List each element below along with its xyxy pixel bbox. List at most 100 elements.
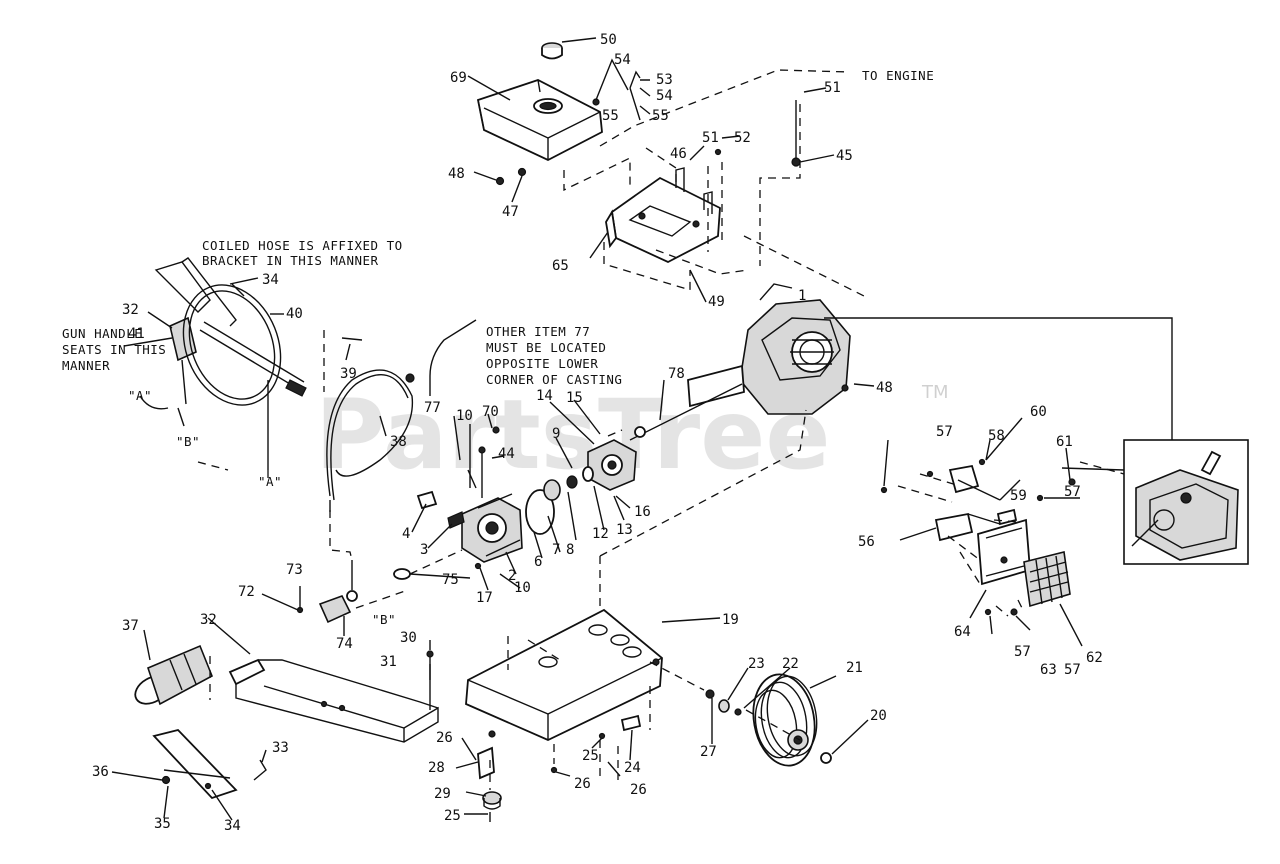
spark-arrestor-screen <box>1023 551 1071 608</box>
callout-26: 26 <box>436 730 453 746</box>
detergent-filter <box>134 644 214 706</box>
note-to-engine: TO ENGINE <box>862 68 934 83</box>
callout-7: 7 <box>552 542 560 558</box>
callout-51: 51 <box>702 130 719 146</box>
callout-15: 15 <box>566 390 583 406</box>
callout-57: 57 <box>936 424 953 440</box>
screw-57c <box>984 608 992 616</box>
callout-57: 57 <box>1064 484 1081 500</box>
bracket-34 <box>231 283 245 297</box>
ref-a1: "A" <box>128 388 152 403</box>
callout-25: 25 <box>582 748 599 764</box>
axle-24 <box>620 714 642 732</box>
callout-9: 9 <box>552 426 560 442</box>
callout-60: 60 <box>1030 404 1047 420</box>
nut-45 <box>791 157 801 167</box>
callout-3: 3 <box>420 542 428 558</box>
piston-7 <box>543 479 561 501</box>
callout-17: 17 <box>476 590 493 606</box>
callout-65: 65 <box>552 258 569 274</box>
fitting-4 <box>416 490 438 510</box>
crankshaft <box>629 383 743 441</box>
leader-lines <box>111 37 1173 821</box>
callout-69: 69 <box>450 70 467 86</box>
ref-a2: "A" <box>258 474 282 489</box>
pump-body <box>461 493 523 563</box>
pump-manifold <box>587 439 637 491</box>
screw-70 <box>492 426 500 434</box>
callout-35: 35 <box>154 816 171 832</box>
callout-28: 28 <box>428 760 445 776</box>
svg-text:GUN HANDLE: GUN HANDLE <box>62 326 142 341</box>
coiled-hose-bracket <box>182 284 282 406</box>
callout-26: 26 <box>630 782 647 798</box>
base-frame <box>465 608 663 741</box>
svg-text:CORNER OF CASTING: CORNER OF CASTING <box>486 372 622 387</box>
callout-8: 8 <box>566 542 574 558</box>
callout-26: 26 <box>574 776 591 792</box>
callout-54: 54 <box>656 88 673 104</box>
washer-8 <box>566 475 578 489</box>
wheel <box>752 673 818 767</box>
fuel-line <box>629 70 641 121</box>
screw-52 <box>714 148 722 156</box>
ref-b1: "B" <box>176 434 200 449</box>
callout-48: 48 <box>876 380 893 396</box>
callout-51: 51 <box>824 80 841 96</box>
note-gun-handle: GUN HANDLE SEATS IN THIS MANNER <box>62 326 166 373</box>
engine <box>687 283 851 415</box>
callout-13: 13 <box>616 522 633 538</box>
spray-gun-assembly <box>154 257 307 405</box>
callout-50: 50 <box>600 32 617 48</box>
washer-27 <box>705 689 715 699</box>
callout-1: 1 <box>798 288 806 304</box>
callout-12: 12 <box>592 526 609 542</box>
ref-b2: "B" <box>372 612 396 627</box>
foot-28 <box>477 730 496 780</box>
screw-17 <box>474 562 482 570</box>
screw-60 <box>978 458 986 466</box>
muffler <box>977 508 1031 586</box>
key-78 <box>634 426 646 438</box>
callout-2: 2 <box>508 568 516 584</box>
callout-23: 23 <box>748 656 765 672</box>
handle-frame <box>228 658 439 743</box>
svg-text:MANNER: MANNER <box>62 358 110 373</box>
callout-72: 72 <box>238 584 255 600</box>
callout-4: 4 <box>402 526 410 542</box>
callout-31: 31 <box>380 654 397 670</box>
callout-19: 19 <box>722 612 739 628</box>
callout-49: 49 <box>708 294 725 310</box>
seal-ring-6 <box>525 489 555 535</box>
callout-55: 55 <box>652 108 669 124</box>
callout-40: 40 <box>286 306 303 322</box>
callouts: 50 54 53 54 55 55 69 51 45 51 52 46 48 4… <box>92 32 1103 834</box>
callout-61: 61 <box>1056 434 1073 450</box>
callout-57: 57 <box>1064 662 1081 678</box>
callout-10: 10 <box>456 408 473 424</box>
callout-32: 32 <box>200 612 217 628</box>
screw-58 <box>926 470 934 478</box>
engine-mount-bracket <box>605 167 721 264</box>
note-coiled-hose: COILED HOSE IS AFFIXED TO BRACKET IN THI… <box>202 238 403 268</box>
callout-75: 75 <box>442 572 459 588</box>
callout-24: 24 <box>624 760 641 776</box>
ref-arc-b <box>177 407 185 427</box>
svg-text:OPPOSITE LOWER: OPPOSITE LOWER <box>486 356 598 371</box>
callout-10: 10 <box>514 580 531 596</box>
callout-55: 55 <box>602 108 619 124</box>
callout-20: 20 <box>870 708 887 724</box>
callout-41: 41 <box>128 326 145 342</box>
callout-47: 47 <box>502 204 519 220</box>
muffler-bracket <box>934 512 1001 542</box>
fuel-cap <box>541 42 563 60</box>
svg-text:COILED HOSE IS AFFIXED TO: COILED HOSE IS AFFIXED TO <box>202 238 403 253</box>
svg-text:OTHER ITEM 77: OTHER ITEM 77 <box>486 324 590 339</box>
nut-25b <box>598 732 606 740</box>
screw-57b <box>1036 494 1044 502</box>
callout-29: 29 <box>434 786 451 802</box>
bolt-48b <box>841 384 849 392</box>
oring-12 <box>582 466 594 482</box>
callout-54: 54 <box>614 52 631 68</box>
